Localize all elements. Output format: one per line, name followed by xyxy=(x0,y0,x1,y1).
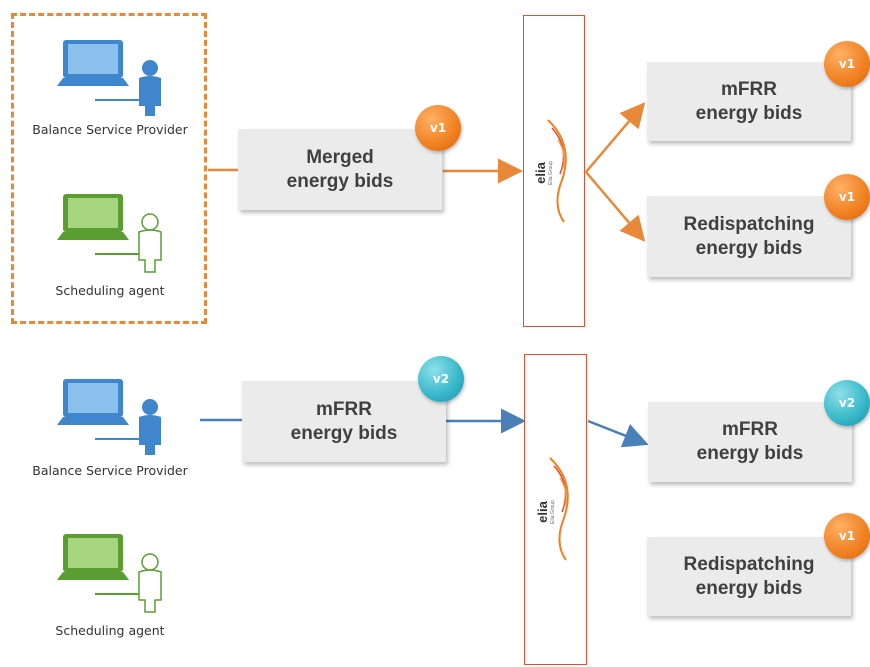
version-badge-merged: v1 xyxy=(415,105,461,151)
elia-tagline-bottom: Elia Group xyxy=(550,500,556,524)
mfrr-input-line1: mFRR xyxy=(316,398,372,420)
redispatching-energy-bids-box-bottom: Redispatching energy bids xyxy=(647,537,851,616)
elia-logo-text-bottom: elia Elia Group xyxy=(535,492,570,532)
arrow-elia-to-mfrr xyxy=(585,102,646,173)
merged-box-line1: Merged xyxy=(306,146,374,168)
market-participant-group xyxy=(11,13,207,324)
elia-frame-bottom xyxy=(524,354,587,665)
mfrr-energy-bids-box-top: mFRR energy bids xyxy=(647,62,851,141)
mfrr-energy-bids-box-bottom: mFRR energy bids xyxy=(648,402,852,482)
redispatching-energy-bids-box-top: Redispatching energy bids xyxy=(647,196,851,277)
mfrr-bottom-line2: energy bids xyxy=(696,443,804,464)
bsp-label-top: Balance Service Provider xyxy=(32,122,188,137)
mfrr-top-line2: energy bids xyxy=(695,102,803,124)
redispatch-top-line1: Redispatching xyxy=(683,213,815,235)
version-badge-redispatch-top: v1 xyxy=(824,174,870,220)
agent-label-top: Scheduling agent xyxy=(55,283,165,298)
mfrr-energy-bids-box-input: mFRR energy bids xyxy=(242,381,446,462)
merged-energy-bids-box: Merged energy bids xyxy=(238,129,442,210)
mfrr-input-line2: energy bids xyxy=(290,422,398,444)
redispatch-bottom-line1: Redispatching xyxy=(683,553,815,575)
mfrr-bottom-line1: mFRR xyxy=(722,419,778,440)
elia-frame-top xyxy=(523,15,585,327)
version-badge-mfrr-top: v1 xyxy=(824,41,870,87)
merged-box-line2: energy bids xyxy=(286,170,394,192)
redispatch-top-line2: energy bids xyxy=(695,237,803,259)
redispatch-bottom-line2: energy bids xyxy=(695,577,803,599)
version-badge-mfrr-input: v2 xyxy=(418,356,464,402)
agent-label-bottom: Scheduling agent xyxy=(55,623,165,638)
version-badge-mfrr-bottom: v2 xyxy=(824,380,870,426)
bsp-label-bottom: Balance Service Provider xyxy=(32,463,188,478)
version-badge-redispatch-bottom: v1 xyxy=(824,513,870,559)
arrow-elia-to-mfrr-bottom xyxy=(587,419,649,448)
arrow-elia-to-redispatch xyxy=(585,171,646,242)
elia-wordmark-bottom: elia xyxy=(535,501,550,523)
mfrr-top-line1: mFRR xyxy=(721,78,777,100)
